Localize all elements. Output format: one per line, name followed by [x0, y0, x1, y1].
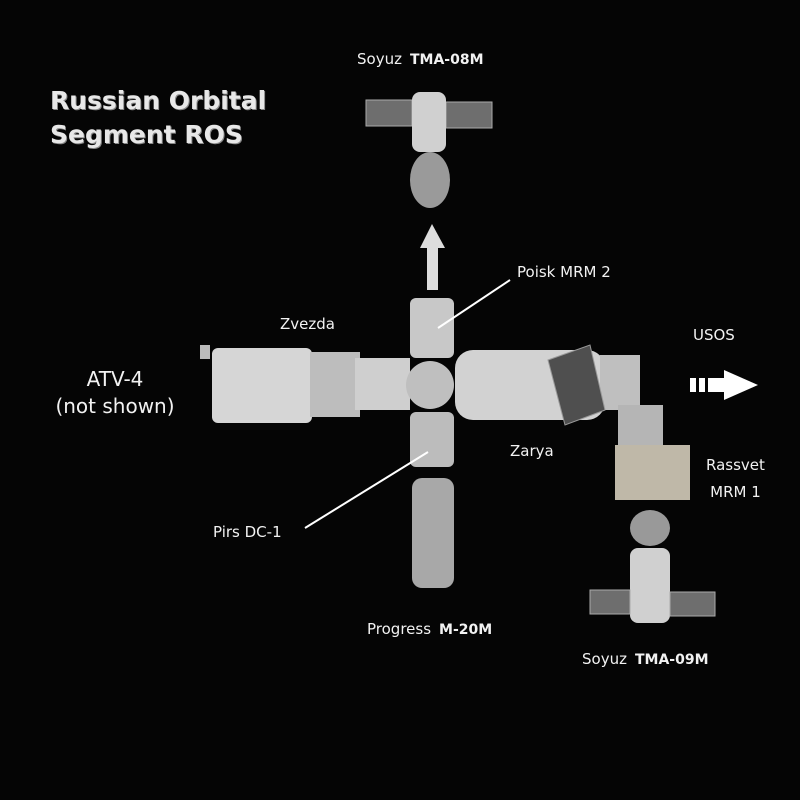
label-atv: ATV-4 (not shown) [40, 366, 190, 420]
label-soyuz-top: Soyuz TMA-08M [357, 50, 484, 68]
rassvet-module [615, 405, 690, 546]
poisk-leader-line [437, 279, 511, 329]
progress-name: Progress [367, 620, 432, 638]
soyuz-tma-08m-spacecraft [365, 92, 493, 208]
rassvet-line-2: MRM 1 [710, 483, 761, 501]
soyuz-top-id: TMA-08M [409, 52, 484, 68]
label-poisk: Poisk MRM 2 [517, 263, 611, 281]
label-usos: USOS [693, 326, 735, 344]
title-line-2: Segment ROS [50, 120, 243, 149]
pirs-module [410, 412, 454, 467]
pirs-leader-line [304, 451, 429, 529]
rassvet-line-1: Rassvet [706, 456, 765, 474]
zvezda-module [200, 345, 454, 423]
atv-line-2: (not shown) [55, 394, 175, 418]
progress-id: M-20M [439, 622, 493, 638]
label-rassvet: Rassvet MRM 1 [706, 452, 765, 506]
poisk-module [410, 298, 454, 358]
label-zvezda: Zvezda [280, 315, 335, 333]
soyuz-tma-09m-spacecraft [589, 548, 716, 623]
zarya-module [455, 344, 640, 426]
soyuz-bottom-name: Soyuz [582, 650, 627, 668]
soyuz-top-name: Soyuz [357, 50, 402, 68]
atv-line-1: ATV-4 [86, 367, 144, 391]
diagram-title: Russian Orbital Segment ROS [50, 84, 266, 152]
progress-m-20m-spacecraft [412, 478, 454, 588]
up-arrow-icon [420, 224, 445, 290]
label-progress: Progress M-20M [367, 620, 492, 638]
label-pirs: Pirs DC-1 [213, 523, 282, 541]
label-zarya: Zarya [510, 442, 554, 460]
right-arrow-icon [690, 370, 758, 400]
title-line-1: Russian Orbital [50, 86, 267, 115]
soyuz-bottom-id: TMA-09M [634, 652, 709, 668]
label-soyuz-bottom: Soyuz TMA-09M [582, 650, 709, 668]
